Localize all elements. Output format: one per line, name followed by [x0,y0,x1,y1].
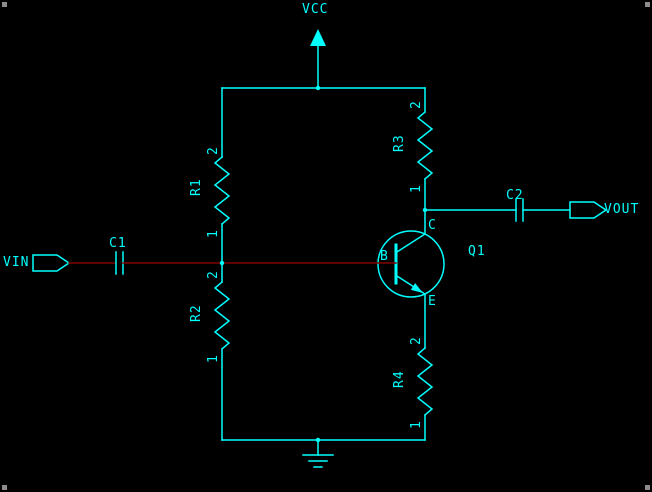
r4-pin-2-label: 2 [409,336,424,345]
c2-ref-label[interactable]: C2 [506,188,524,203]
transistor-collector-lead[interactable] [395,209,426,254]
r2-pin-2-label: 2 [206,270,221,279]
q1-base-label: B [380,249,389,264]
resistor-zigzag[interactable] [416,346,434,417]
vcc-arrow-icon [310,29,326,46]
port-vout[interactable] [569,201,608,219]
junction-dot [219,260,225,266]
r1-pin-2-label: 2 [206,146,221,155]
r1-ref-label[interactable]: R1 [189,178,204,196]
resistor-r1[interactable] [213,155,231,226]
resistor-r4[interactable] [416,346,434,417]
page-corner-marker [645,485,650,490]
page-corner-marker [2,485,7,490]
ground-symbol[interactable] [302,439,334,468]
port-vin[interactable] [32,254,71,272]
page-corner-marker [2,2,7,7]
vin-port-label[interactable]: VIN [3,255,30,270]
q1-collector-label: C [428,218,437,233]
r3-ref-label[interactable]: R3 [392,134,407,152]
q1-emitter-label: E [428,294,437,309]
vout-port-pentagon[interactable] [569,201,608,219]
resistor-zigzag[interactable] [416,110,434,181]
r4-pin-1-label: 1 [409,420,424,429]
junction-dot [422,207,428,213]
vout-port-label[interactable]: VOUT [604,202,640,217]
resistor-r2[interactable] [213,280,231,351]
r3-pin-2-label: 2 [409,100,424,109]
resistor-r3[interactable] [416,110,434,181]
vcc-label[interactable]: VCC [302,2,329,17]
vcc-power-symbol[interactable] [310,29,326,89]
resistor-zigzag[interactable] [213,280,231,351]
r4-ref-label[interactable]: R4 [392,370,407,388]
transistor-body-circle[interactable] [377,230,445,298]
transistor-q1[interactable] [377,209,445,349]
junction-dot [315,85,321,91]
vin-port-pentagon[interactable] [32,254,71,272]
capacitor-c1[interactable] [115,251,124,275]
q1-ref-label[interactable]: Q1 [468,244,486,259]
emitter-arrow-icon [410,283,423,293]
c1-ref-label[interactable]: C1 [109,236,127,251]
r3-pin-1-label: 1 [409,184,424,193]
page-corner-marker [645,2,650,7]
resistor-zigzag[interactable] [213,155,231,226]
transistor-emitter-lead[interactable] [395,274,426,349]
junction-dot [315,437,321,443]
r1-pin-1-label: 1 [206,229,221,238]
r2-ref-label[interactable]: R2 [189,304,204,322]
r2-pin-1-label: 1 [206,354,221,363]
